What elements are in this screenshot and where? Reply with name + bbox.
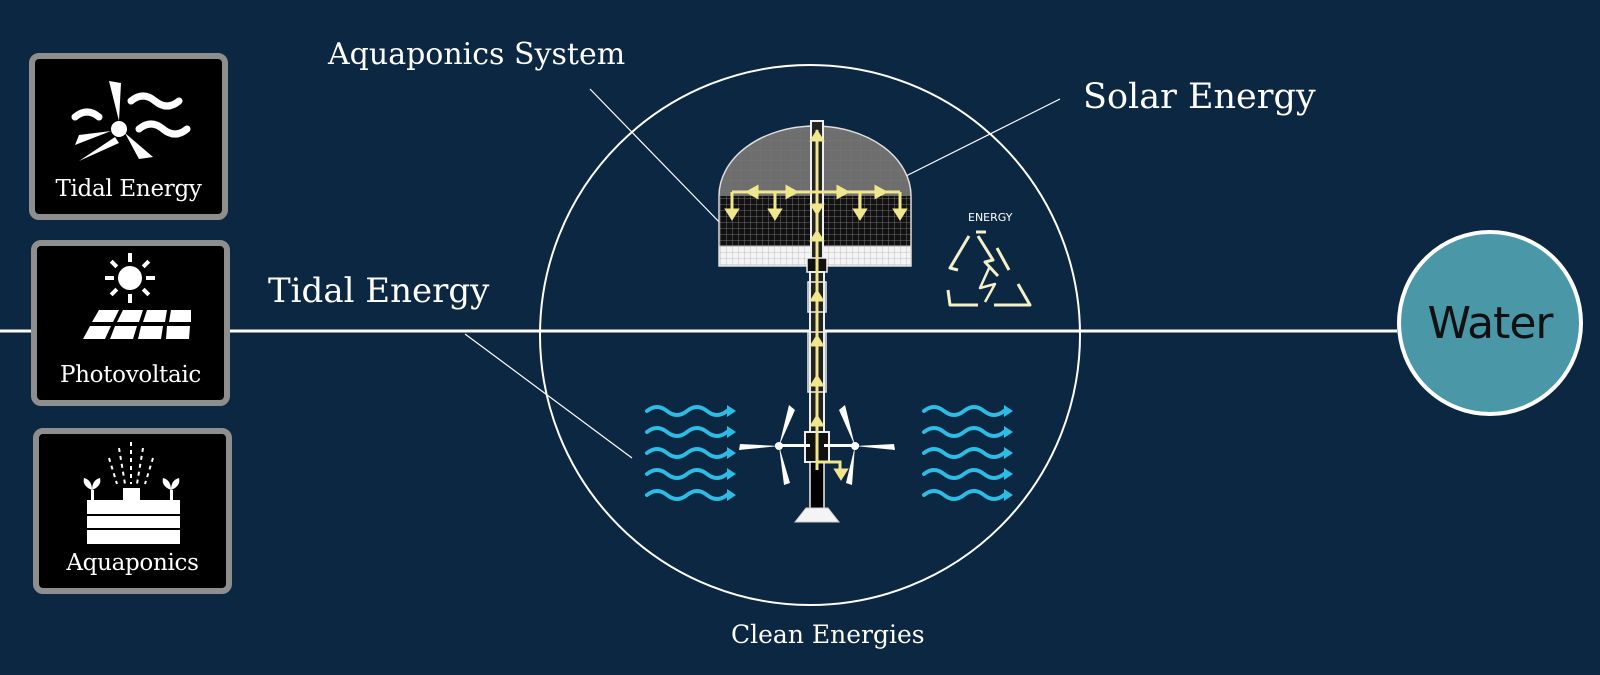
tile-aquaponics: Aquaponics — [33, 428, 232, 594]
tidal-leader — [464, 333, 633, 459]
aquaponics-icon — [83, 442, 180, 544]
water-label: Water — [1427, 297, 1553, 349]
solar-leader — [899, 98, 1061, 180]
waves-right-arrowheads — [1004, 405, 1013, 501]
label-aquaponics-system: Aquaponics System — [328, 37, 626, 72]
tidal-turbine-left — [739, 405, 810, 485]
tidal-turbine-right — [824, 405, 895, 485]
tile-label: Tidal Energy — [55, 176, 202, 202]
recycle-energy-icon — [946, 230, 1032, 307]
aquaponics-leader — [589, 88, 726, 229]
solar-panel-icon — [83, 253, 191, 339]
tile-tidal-energy: Tidal Energy — [29, 53, 228, 220]
tile-photovoltaic: Photovoltaic — [31, 240, 230, 406]
energy-flow-arrows — [724, 129, 908, 481]
waves-left-arrowheads — [727, 405, 736, 501]
label-clean-energies: Clean Energies — [731, 620, 925, 649]
waves-right — [922, 405, 1006, 501]
label-energy: ENERGY — [968, 211, 1013, 224]
tile-label: Aquaponics — [66, 550, 199, 576]
waves-left — [645, 405, 729, 501]
water-badge: Water — [1397, 230, 1583, 416]
tidal-turbine-icon — [71, 81, 191, 161]
clean-energies-circle — [539, 64, 1081, 606]
label-tidal-energy: Tidal Energy — [268, 271, 490, 311]
tile-label: Photovoltaic — [59, 362, 201, 388]
label-solar-energy: Solar Energy — [1083, 77, 1316, 117]
